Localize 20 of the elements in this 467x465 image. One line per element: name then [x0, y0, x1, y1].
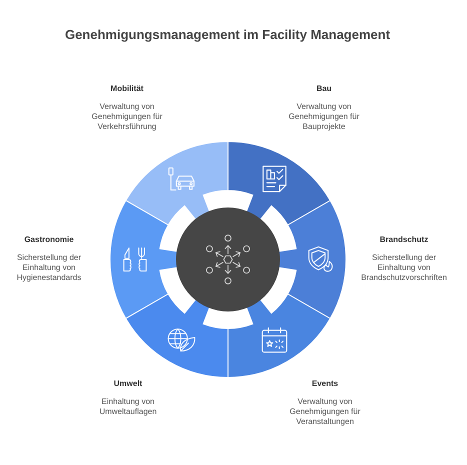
ring-segment — [125, 141, 228, 226]
segment-description: Einhaltung von Umweltauflagen — [98, 397, 158, 417]
segment-heading: Gastronomie — [24, 235, 74, 245]
ring-segment — [125, 294, 228, 378]
segment-description: Verwaltung von Genehmigungen für Verkehrsführung — [91, 102, 163, 132]
segment-heading: Mobilität — [110, 84, 144, 94]
ring-segment — [228, 294, 331, 378]
segment-heading: Umwelt — [113, 379, 143, 389]
diagram-title: Genehmigungsmanagement im Facility Management — [64, 27, 391, 43]
segment-description: Verwaltung von Genehmigungen für Bauprojekte — [288, 102, 360, 132]
hub-circle — [176, 208, 280, 312]
segment-description: Sicherstellung der Einhaltung von Brandschutzvorschriften — [360, 253, 448, 283]
segment-heading: Events — [311, 379, 339, 389]
ring-segment — [276, 200, 346, 319]
segment-heading: Brandschutz — [379, 235, 429, 245]
ring-segment — [228, 141, 331, 226]
ring-segment — [110, 200, 180, 319]
segment-heading: Bau — [316, 84, 332, 94]
segment-description: Verwaltung von Genehmigungen für Veranstaltungen — [289, 397, 361, 427]
segment-description: Sicherstellung der Einhaltung von Hygienestandards — [16, 253, 82, 283]
